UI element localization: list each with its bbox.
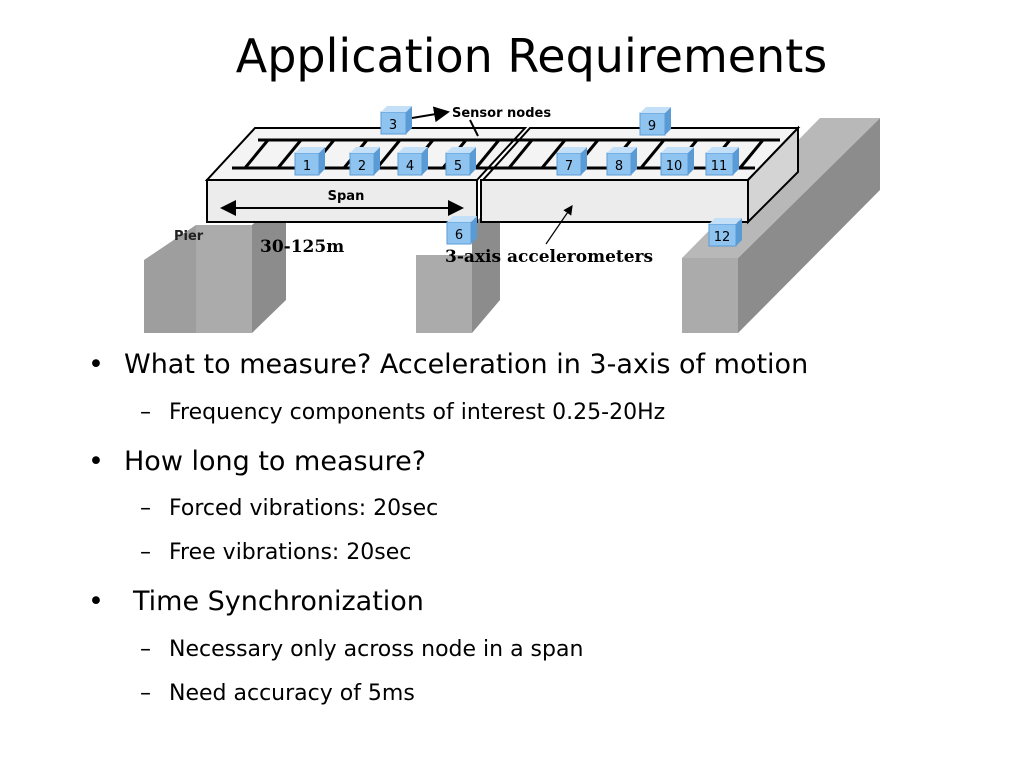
bullet-dot-icon: •	[88, 586, 104, 617]
dash-icon: –	[140, 681, 151, 706]
bullet-item: •What to measure? Acceleration in 3-axis…	[88, 349, 809, 380]
svg-text:5: 5	[454, 159, 462, 174]
sensor-node-1: 1	[294, 147, 325, 176]
svg-text:3: 3	[389, 118, 397, 133]
svg-text:10: 10	[666, 159, 683, 174]
sensor-node-3: 3	[380, 106, 412, 135]
sensor-node-4: 4	[397, 147, 428, 176]
bullet-item: •How long to measure?	[88, 446, 427, 477]
sensor-node-2: 2	[349, 147, 380, 176]
svg-text:8: 8	[615, 159, 623, 174]
sensor-nodes-arrow	[411, 106, 450, 123]
svg-text:1: 1	[303, 159, 311, 174]
sensor-node-5: 5	[445, 147, 476, 176]
sensor-node-12: 12	[708, 218, 742, 247]
svg-text:11: 11	[711, 159, 728, 174]
sensor-nodes-label: Sensor nodes	[452, 106, 551, 121]
sub-bullet-item: –Necessary only across node in a span	[140, 635, 583, 665]
bullet-item: •Time Synchronization	[88, 586, 424, 617]
svg-text:6: 6	[455, 228, 463, 243]
dash-icon: –	[140, 540, 151, 565]
pier-left	[144, 195, 286, 333]
dash-icon: –	[140, 400, 151, 425]
sensor-node-8: 8	[606, 147, 637, 176]
dash-icon: –	[140, 496, 151, 521]
bridge-diagram: 3 9 1 2 4 5 7 8	[144, 106, 880, 333]
svg-text:2: 2	[358, 159, 366, 174]
pier-label: Pier	[174, 229, 204, 244]
sensor-node-6: 6	[446, 216, 477, 245]
accelerometers-arrow	[545, 205, 573, 245]
sensor-node-9: 9	[639, 107, 671, 136]
slide-title: Application Requirements	[235, 29, 828, 83]
accelerometers-label: 3-axis accelerometers	[445, 247, 653, 267]
svg-text:7: 7	[565, 159, 573, 174]
sensor-node-11: 11	[705, 147, 739, 176]
bullet-dot-icon: •	[88, 349, 104, 380]
span-length-label: 30-125m	[260, 237, 344, 257]
bullet-dot-icon: •	[88, 446, 104, 477]
svg-text:9: 9	[648, 119, 656, 134]
sub-bullet-item: –Free vibrations: 20sec	[140, 538, 411, 568]
sensor-nodes-arrow-2	[469, 119, 479, 137]
svg-text:12: 12	[714, 230, 731, 245]
svg-text:4: 4	[406, 159, 414, 174]
span-label: Span	[328, 189, 365, 204]
pier-middle	[416, 200, 500, 333]
sub-bullet-item: –Frequency components of interest 0.25-2…	[140, 398, 665, 428]
sensor-node-10: 10	[660, 147, 694, 176]
dash-icon: –	[140, 637, 151, 662]
sub-bullet-item: –Forced vibrations: 20sec	[140, 494, 438, 524]
sub-bullet-item: –Need accuracy of 5ms	[140, 679, 415, 709]
sensor-node-7: 7	[556, 147, 587, 176]
